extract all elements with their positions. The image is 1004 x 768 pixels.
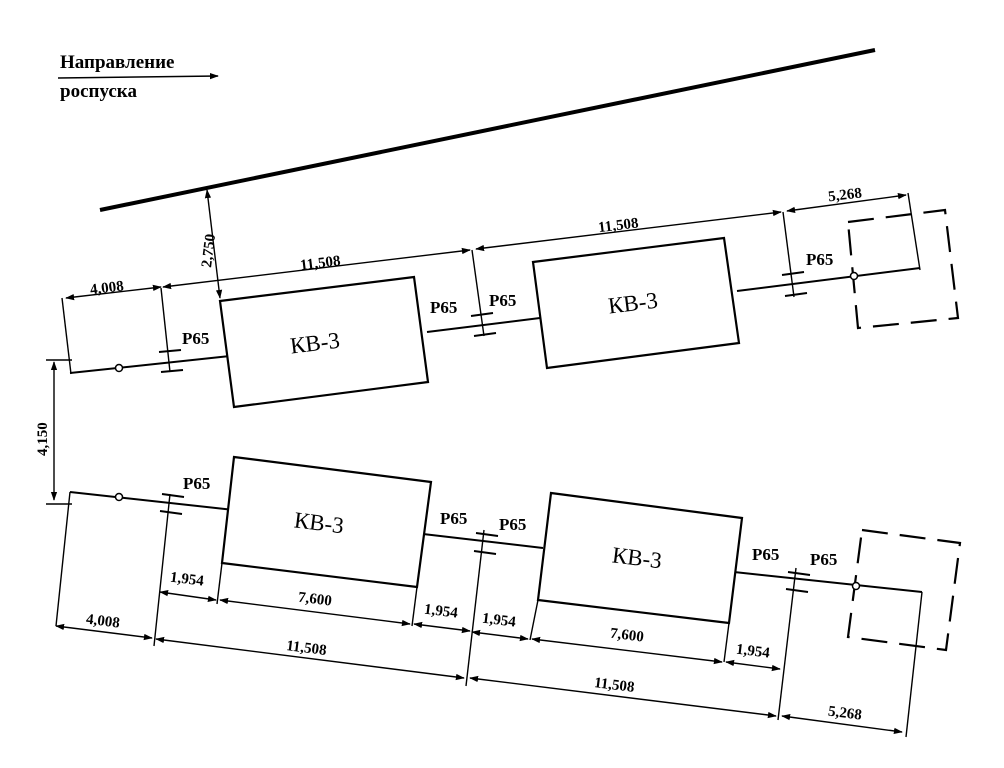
lower-retarder-3 (777, 567, 811, 721)
lower-dim-4008-line (55, 623, 153, 641)
direction-arrow (57, 72, 219, 80)
lower-dim-7600-a-line (219, 597, 411, 627)
track-spacing-dim: 4,150 (35, 422, 51, 456)
lower-ext-tick-1 (216, 562, 223, 605)
lower-dim-1954-b-line (413, 621, 471, 634)
upper-dim-2750: 2,750 (199, 233, 219, 268)
upper-rail-type-label-1: Р65 (182, 329, 209, 348)
lower-next-car-dashed (846, 528, 962, 652)
upper-rail-middle (426, 317, 541, 333)
upper-coupler-left (114, 363, 124, 373)
lower-rail-type-label-1: Р65 (183, 474, 210, 493)
lower-rail-right (733, 571, 923, 593)
lower-dim-11508-b: 11,508 (593, 675, 635, 696)
upper-next-car-dashed (846, 208, 960, 330)
lower-dim-1954-d: 1,954 (735, 642, 771, 662)
upper-retarder-3 (781, 211, 808, 298)
lower-dim-5268-line (781, 713, 903, 735)
upper-rail-type-label-3: Р65 (489, 291, 516, 310)
lower-dim-1954-a: 1,954 (169, 570, 205, 590)
lower-rail-type-label-2: Р65 (440, 509, 467, 528)
upper-track: Р65 Р65 Р65 Р65 КВ-3 КВ-3 4,008 11,508 1… (46, 185, 960, 409)
lower-track: Р65 Р65 Р65 Р65 Р65 КВ-3 КВ-3 1,954 7,60… (46, 455, 962, 738)
upper-dim-11508-b-line (475, 209, 782, 252)
lower-dim-7600-b-line (531, 636, 723, 665)
lower-dim-1954-d-line (725, 659, 781, 672)
upper-coupler-right (849, 271, 859, 281)
lower-coupler-left (114, 492, 124, 502)
direction-label-line1: Направление (60, 52, 174, 73)
lower-coupler-right (851, 581, 861, 591)
upper-dim-5268: 5,268 (827, 185, 862, 205)
upper-dim-4008: 4,008 (89, 278, 124, 298)
lower-dim-1954-a-line (159, 590, 217, 602)
lower-car-2-label: КВ-3 (611, 542, 664, 573)
direction-label-line2: роспуска (60, 81, 137, 102)
lower-ext-tick-2 (411, 586, 418, 627)
lower-retarder-1 (153, 493, 185, 647)
lower-dim-1954-c-line (471, 629, 529, 642)
upper-car-1-label: КВ-3 (289, 328, 342, 359)
lower-dim-11508-a: 11,508 (285, 638, 327, 659)
upper-rail-right (736, 267, 921, 292)
lower-dim-4008: 4,008 (85, 612, 120, 632)
upper-rail-left (69, 355, 231, 374)
upper-retarder-2 (470, 249, 497, 337)
lower-dim-1954-c: 1,954 (481, 611, 517, 631)
lower-dim-11508-a-line (155, 636, 465, 681)
upper-dim-5268-line (786, 192, 907, 214)
lower-dim-11508-b-line (469, 675, 777, 719)
lower-right-end-tick (905, 591, 923, 738)
lower-car-1-label: КВ-3 (293, 507, 346, 538)
upper-car-2-label: КВ-3 (607, 288, 660, 319)
lower-retarder-2 (465, 529, 499, 687)
upper-rail-type-label-2: Р65 (430, 298, 457, 317)
lower-rail-type-label-5: Р65 (810, 550, 837, 569)
track-spacing: 4,150 (35, 361, 58, 501)
upper-dim-4008-line (65, 284, 162, 301)
upper-rail-type-label-4: Р65 (806, 250, 833, 269)
top-boundary-line (99, 48, 876, 212)
upper-right-end-tick (907, 192, 921, 271)
upper-left-end-tick (61, 297, 72, 375)
lower-left-end-tick (55, 491, 71, 627)
lower-dim-5268: 5,268 (827, 704, 862, 724)
upper-retarder-1 (158, 287, 184, 373)
lower-rail-type-label-4: Р65 (752, 545, 779, 564)
lower-dim-1954-b: 1,954 (423, 602, 459, 622)
upper-dim-11508-a: 11,508 (299, 253, 341, 274)
lower-ext-tick-4 (723, 622, 730, 663)
lower-rail-type-label-3: Р65 (499, 515, 526, 534)
upper-dim-2750-line (204, 189, 223, 299)
upper-dim-11508-b: 11,508 (597, 215, 639, 236)
lower-rail-left (69, 491, 235, 511)
lower-ext-tick-3 (529, 599, 539, 641)
lower-dim-7600-b: 7,600 (609, 626, 644, 646)
direction-caption: Направление роспуска (57, 52, 219, 102)
lower-dim-7600-a: 7,600 (297, 590, 332, 610)
